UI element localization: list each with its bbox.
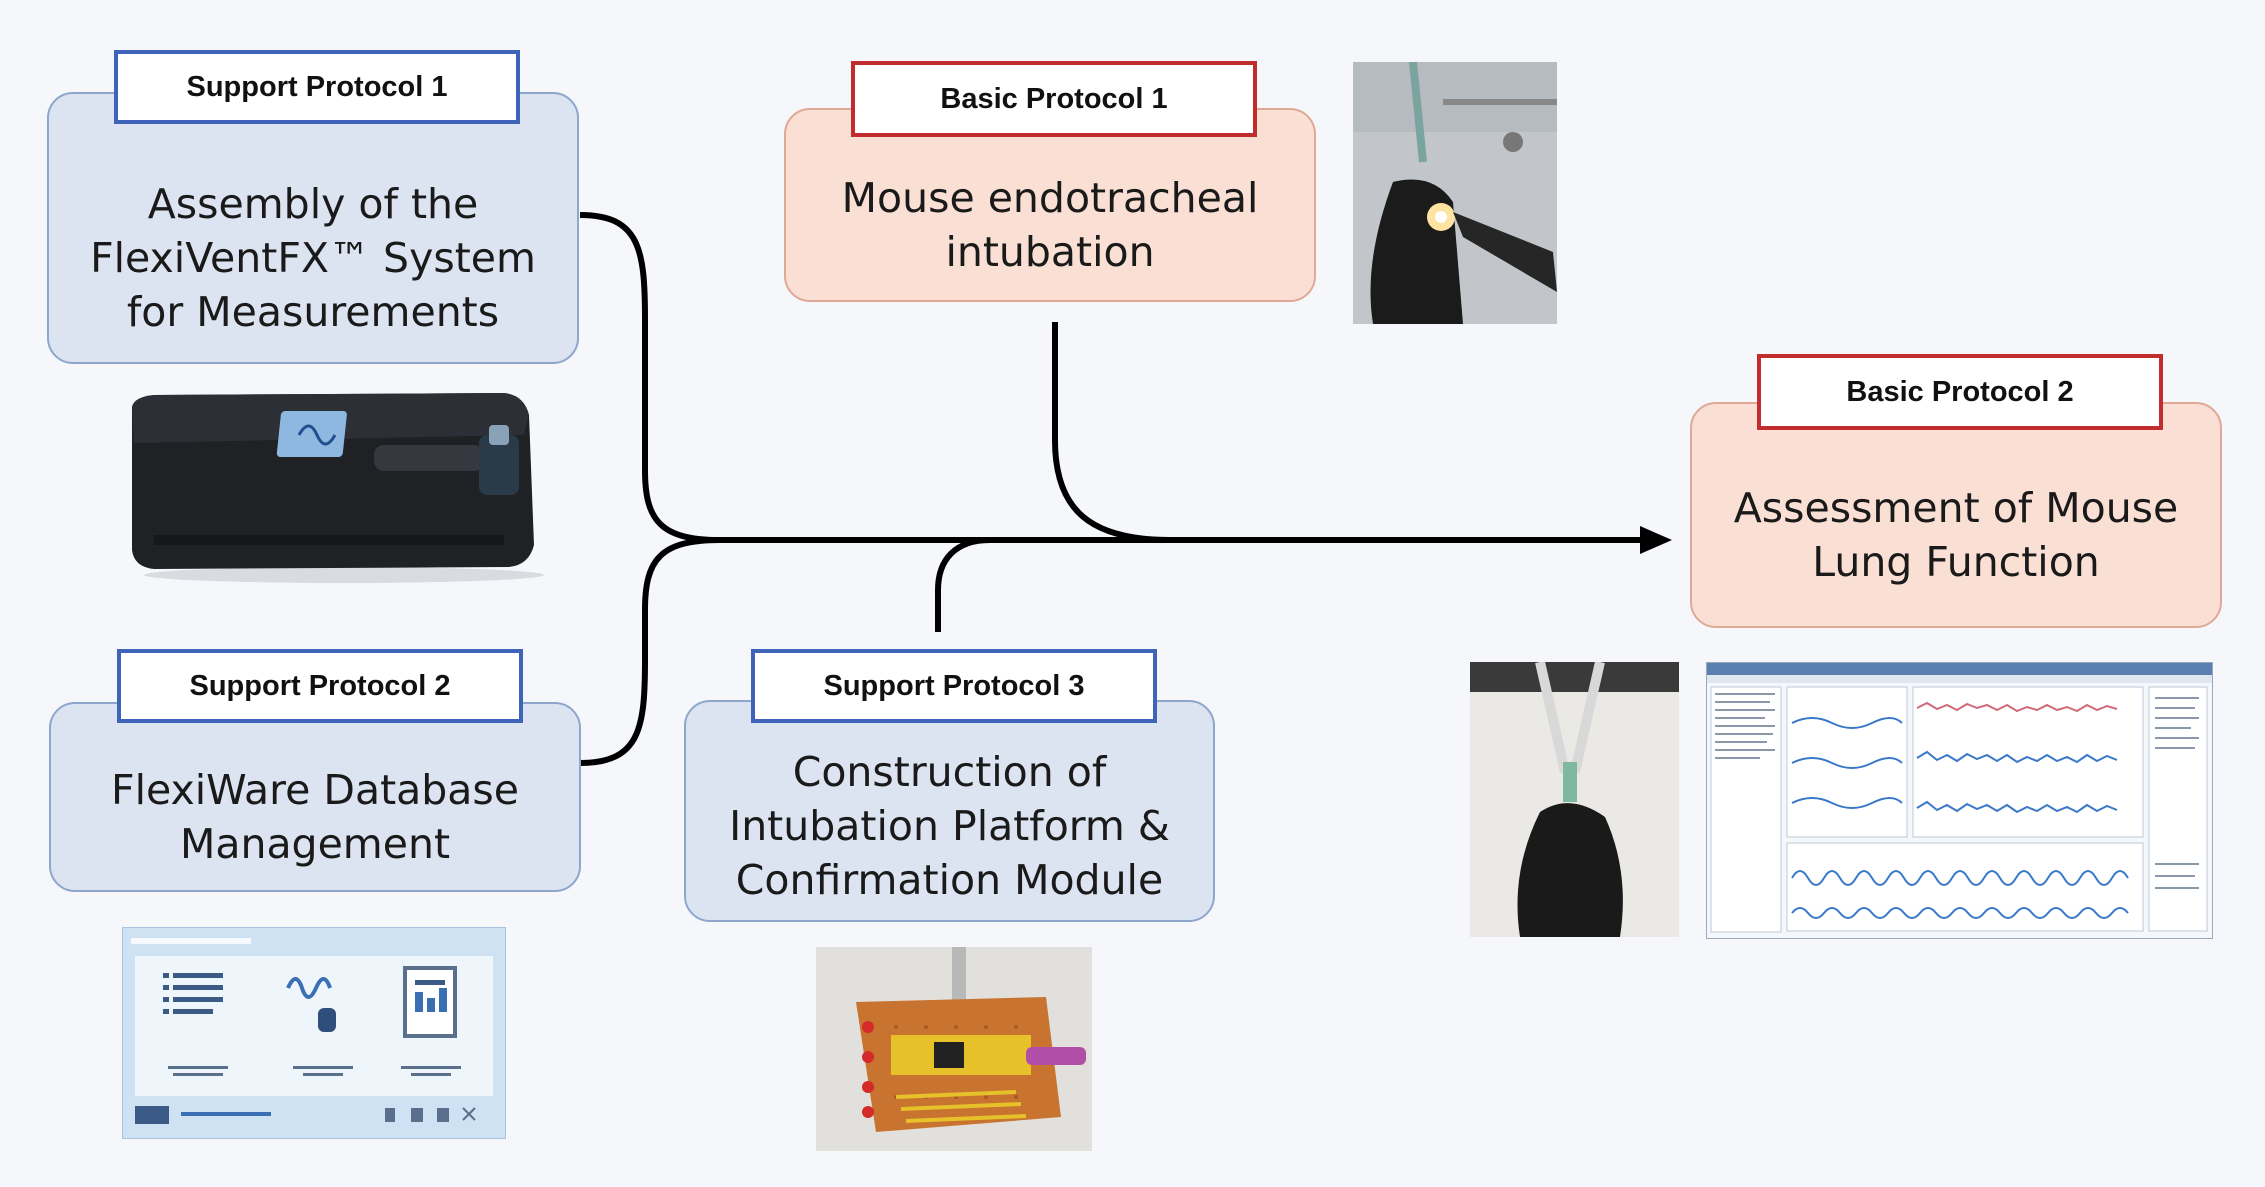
basic-protocol-2-tag: Basic Protocol 2 xyxy=(1757,354,2163,430)
support-protocol-2-box: FlexiWare Database Management xyxy=(49,702,581,892)
support-protocol-3-title: Construction of Intubation Platform & Co… xyxy=(729,747,1170,905)
flexivent-device-image xyxy=(124,385,564,585)
basic-protocol-1-box: Mouse endotracheal intubation xyxy=(784,108,1316,302)
circuit-board-photo xyxy=(816,947,1092,1151)
flexiware-welcome-screenshot xyxy=(122,927,506,1139)
support-protocol-2-tag: Support Protocol 2 xyxy=(117,649,523,723)
mouse-assessment-photo xyxy=(1470,662,1679,937)
support-protocol-1-title: Assembly of the FlexiVentFX™ System for … xyxy=(90,179,536,337)
flexiware-analysis-screenshot xyxy=(1706,662,2213,939)
basic-protocol-1-tag: Basic Protocol 1 xyxy=(851,61,1257,137)
basic-protocol-2-box: Assessment of Mouse Lung Function xyxy=(1690,402,2222,628)
support-protocol-1-box: Assembly of the FlexiVentFX™ System for … xyxy=(47,92,579,364)
mouse-intubation-photo xyxy=(1353,62,1557,324)
support-protocol-3-box: Construction of Intubation Platform & Co… xyxy=(684,700,1215,922)
support-protocol-3-tag: Support Protocol 3 xyxy=(751,649,1157,723)
support-protocol-2-title: FlexiWare Database Management xyxy=(110,765,520,868)
basic-protocol-1-title: Mouse endotracheal intubation xyxy=(841,173,1259,276)
basic-protocol-2-title: Assessment of Mouse Lung Function xyxy=(1733,483,2179,586)
support-protocol-1-tag: Support Protocol 1 xyxy=(114,50,520,124)
